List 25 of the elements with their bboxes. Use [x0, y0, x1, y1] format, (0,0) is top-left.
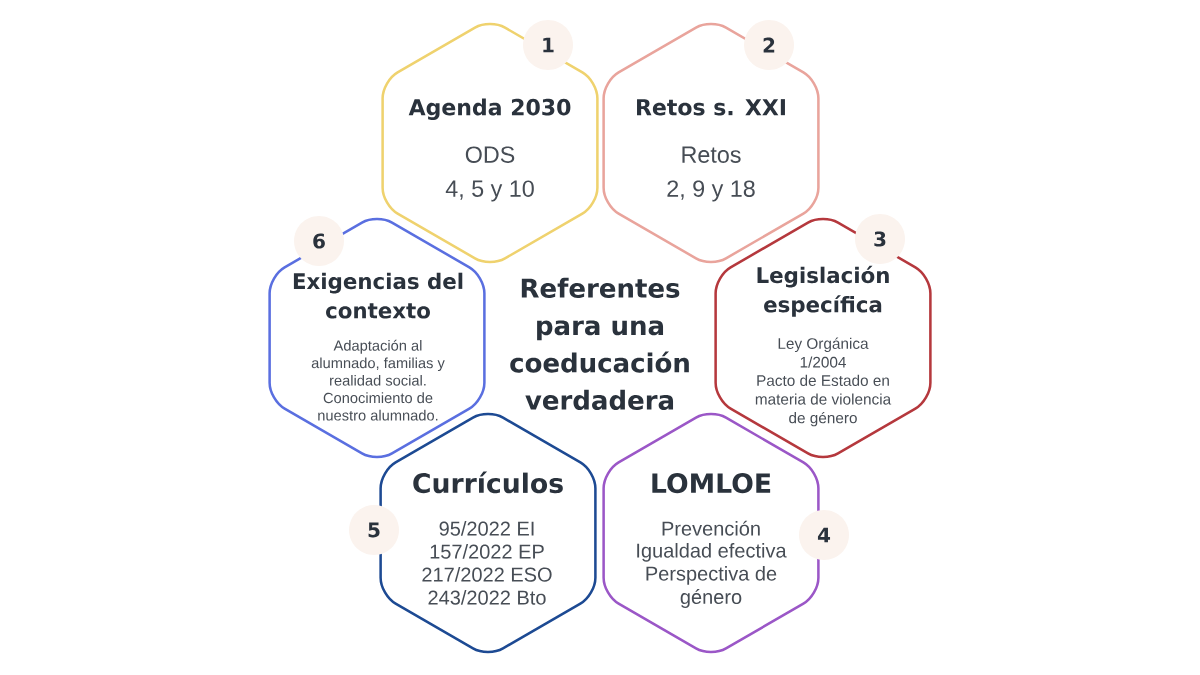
heading: Agenda 2030 [408, 98, 571, 120]
heading: Currículos [413, 471, 563, 494]
body-text: 95/2022 EI [439, 521, 534, 536]
heading: LOMLOE [652, 473, 771, 494]
body-text: 157/2022 EP [430, 544, 544, 559]
number-badge: 3 [855, 214, 905, 264]
number-badge: 5 [349, 505, 399, 555]
heading: Exigencias del contexto [293, 272, 463, 319]
body-text: Ley Orgánica 1/2004 [778, 337, 869, 368]
heading: Legislación específica [757, 265, 889, 317]
number-badge: 4 [799, 510, 849, 560]
body-text: Igualdad efectiva [637, 543, 787, 562]
body-text: ODS 4, 5 y 10 [445, 146, 534, 202]
number-badge: 2 [744, 20, 794, 70]
body-text: 243/2022 Bto [428, 590, 546, 605]
number-badge: 1 [523, 20, 573, 70]
number-badge: 6 [294, 216, 344, 266]
heading: Retos s. XXI [637, 99, 785, 116]
body-text: Prevención [662, 520, 760, 536]
body-text: Pacto de Estado en materia de violencia de género [755, 374, 892, 427]
body-text: Adaptación al alumnado, familias y realidad social. Conocimiento de nuestro alumnado. [311, 339, 445, 421]
title: Referentes para una coeducación verdadera [510, 277, 689, 410]
body-text: Retos 2, 9 y 18 [667, 146, 755, 202]
body-text: 217/2022 ESO [422, 567, 552, 582]
body-text: Perspectiva de género [646, 566, 777, 608]
